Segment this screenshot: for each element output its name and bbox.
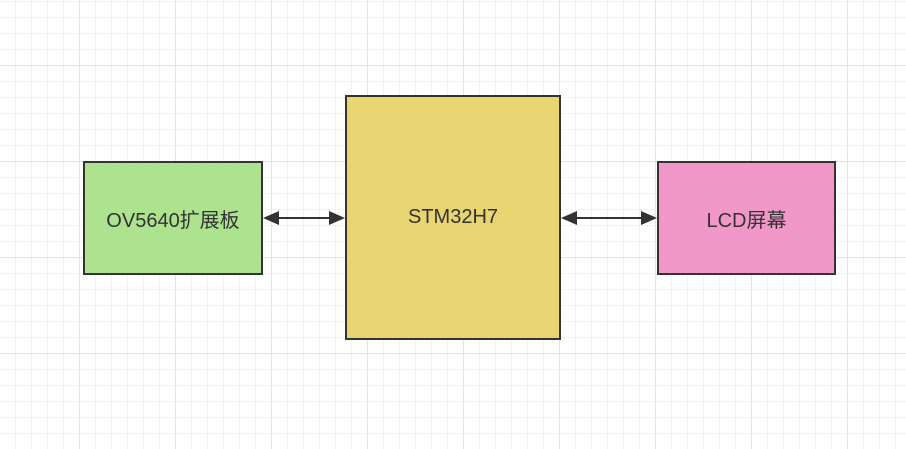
ov5640-board-node[interactable]: OV5640扩展板 [83, 161, 263, 275]
arrowhead-left-icon [263, 211, 279, 225]
node-label: LCD屏幕 [706, 209, 787, 232]
arrowhead-left-icon [561, 211, 577, 225]
stm32h7-node[interactable]: STM32H7 [345, 95, 561, 340]
connector-ov5640-stm32h7[interactable] [263, 211, 345, 225]
arrowhead-right-icon [329, 211, 345, 225]
lcd-screen-node[interactable]: LCD屏幕 [657, 161, 836, 275]
node-label: OV5640扩展板 [106, 209, 240, 232]
arrowhead-right-icon [641, 211, 657, 225]
node-label: STM32H7 [407, 206, 499, 228]
connector-stm32h7-lcd[interactable] [561, 211, 657, 225]
